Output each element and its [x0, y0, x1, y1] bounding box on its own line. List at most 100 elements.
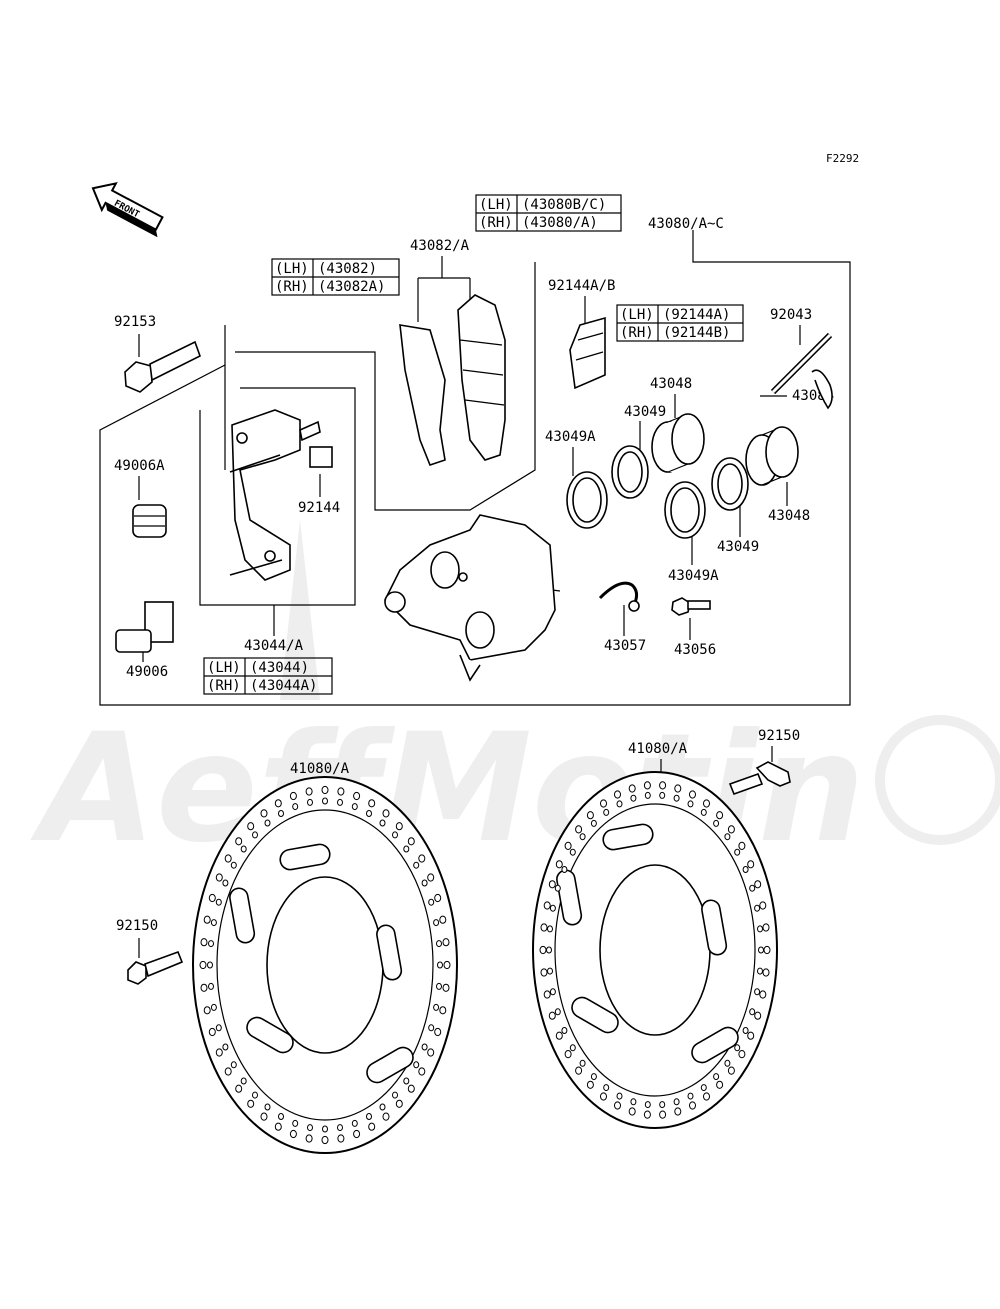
- disc-hole: [749, 884, 756, 892]
- disc-hole: [614, 1101, 621, 1110]
- disc-hole: [322, 1125, 328, 1133]
- disc-hole: [215, 1048, 223, 1057]
- disc-hole: [235, 837, 243, 846]
- disc-hole: [307, 798, 313, 806]
- disc-hole: [747, 860, 755, 869]
- spring-lh: (LH): [620, 307, 654, 323]
- disc-hole: [403, 1077, 410, 1085]
- disc-hole: [644, 1101, 651, 1109]
- disc-hole: [240, 845, 247, 853]
- disc-hole: [305, 1134, 313, 1143]
- disc-hole: [379, 1103, 386, 1111]
- disc-hole: [757, 925, 763, 933]
- disc-hole: [674, 784, 682, 793]
- disc-hole: [713, 819, 720, 827]
- label-92150-left: 92150: [116, 918, 158, 934]
- label-43049-b: 43049: [717, 539, 759, 555]
- caliper-assembly-outline: [99, 230, 851, 706]
- disc-hole: [307, 1124, 313, 1132]
- disc-hole: [337, 1124, 343, 1132]
- caliper-rh-val: (43080/A): [522, 215, 598, 231]
- disc-hole: [247, 822, 255, 831]
- disc-hole: [439, 915, 447, 924]
- disc-hole: [742, 1027, 749, 1034]
- disc-hole: [687, 800, 694, 808]
- brake-pads: [399, 294, 506, 466]
- disc-hole: [252, 831, 258, 839]
- disc-hole: [687, 1092, 694, 1100]
- disc-hole: [549, 904, 556, 912]
- label-92153: 92153: [114, 314, 156, 330]
- disc-hole: [569, 1044, 576, 1052]
- label-41080-right: 41080/A: [628, 741, 688, 757]
- disc-hole: [713, 1073, 720, 1081]
- disc-hole: [749, 1008, 756, 1016]
- disc-hole: [442, 983, 450, 992]
- disc-hole: [616, 800, 623, 808]
- disc-hole: [434, 893, 442, 903]
- pads-rh-val: (43082A): [318, 279, 385, 295]
- seal-43049A-a: [566, 471, 608, 529]
- label-41080-left: 41080/A: [290, 761, 350, 777]
- disc-hole: [561, 866, 568, 873]
- disc-hole: [754, 988, 761, 996]
- spring-rh: (RH): [620, 325, 654, 341]
- pad-spring: [569, 316, 606, 390]
- disc-hole: [586, 1080, 594, 1089]
- disc-hole: [210, 919, 217, 927]
- bracket-rh: (RH): [207, 678, 241, 694]
- disc-hole: [643, 1110, 651, 1119]
- disc-hole: [427, 873, 435, 882]
- disc-bolt-92150-left: [127, 950, 184, 985]
- disc-hole: [200, 938, 208, 947]
- disc-hole: [366, 810, 372, 817]
- spring-side-table: (LH) (92144A) (RH) (92144B): [616, 304, 744, 342]
- disc-hole: [382, 1112, 390, 1121]
- disc-hole: [742, 866, 749, 873]
- disc-hole: [292, 803, 299, 811]
- label-92144ab: 92144A/B: [548, 278, 615, 294]
- disc-hole: [724, 1059, 731, 1067]
- disc-hole: [203, 1006, 211, 1015]
- pads-lh-val: (43082): [318, 261, 377, 277]
- disc-hole: [590, 1073, 597, 1081]
- disc-hole: [278, 810, 284, 817]
- pad-group-outline: [235, 262, 536, 511]
- bracket-lh: (LH): [207, 660, 241, 676]
- disc-hole: [539, 945, 547, 955]
- disc-hole: [554, 1008, 561, 1016]
- disc-hole: [549, 988, 556, 996]
- disc-hole: [747, 1031, 755, 1040]
- disc-hole: [264, 819, 271, 827]
- disc-hole: [382, 809, 390, 818]
- disc-hole: [659, 791, 666, 799]
- disc-hole: [368, 1122, 376, 1131]
- disc-hole: [727, 825, 735, 834]
- disc-hole: [235, 1084, 243, 1093]
- disc-hole: [442, 938, 450, 947]
- disc-hole: [543, 901, 551, 910]
- disc-hole: [353, 791, 361, 801]
- label-43080: 43080/A~C: [648, 216, 724, 232]
- brake-disc-left: [192, 776, 458, 1154]
- disc-hole: [322, 797, 328, 805]
- disc-hole: [643, 781, 651, 790]
- disc-hole: [199, 960, 207, 970]
- disc-hole: [289, 1129, 297, 1139]
- disc-hole: [230, 1061, 237, 1069]
- disc-hole: [564, 841, 572, 851]
- bracket-group-outline: [199, 387, 356, 606]
- disc-hole: [215, 898, 222, 906]
- disc-hole: [628, 1107, 636, 1116]
- disc-hole: [644, 791, 651, 799]
- disc-hole: [561, 1027, 568, 1034]
- disc-hole: [754, 1011, 762, 1020]
- disc-hole: [337, 1134, 345, 1143]
- disc-hole: [673, 1098, 680, 1106]
- disc-hole: [579, 833, 586, 841]
- label-43049A-a: 43049A: [545, 429, 596, 445]
- disc-hole: [759, 901, 767, 910]
- disc-hole: [689, 1101, 696, 1110]
- disc-hole: [547, 925, 553, 933]
- spring-lh-val: (92144A): [663, 307, 730, 323]
